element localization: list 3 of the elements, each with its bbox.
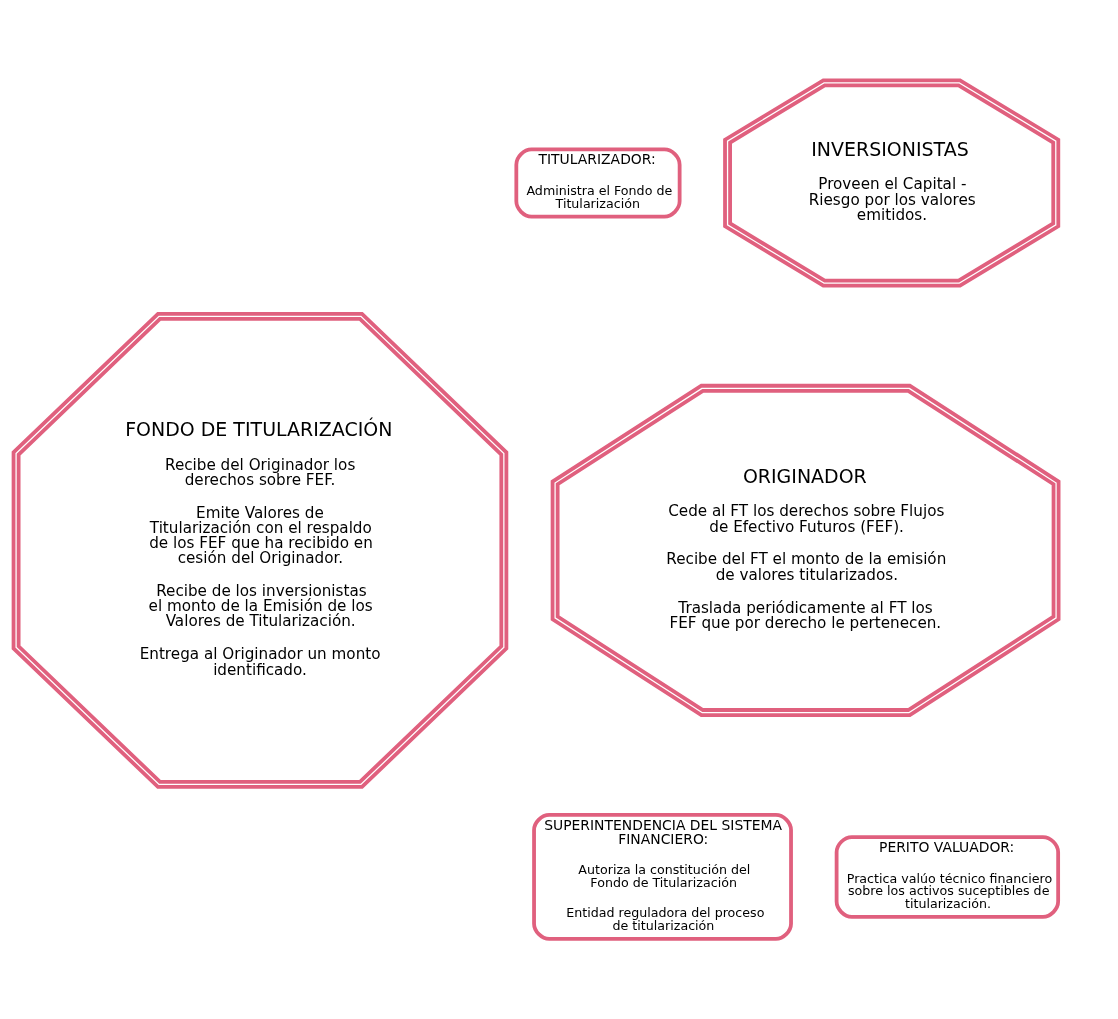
node-box: SUPERINTENDENCIA DEL SISTEMA FINANCIERO: Autoriza la constitución del Fondo de Titularización Entidad reguladora del proceso de titularización <box>532 812 793 941</box>
node-box: PERITO VALUADOR: Practica valúo técnico financiero sobre los activos suceptibles de titularización. <box>834 835 1061 919</box>
node-box: TITULARIZADOR: Administra el Fondo de Titularización <box>514 147 682 219</box>
